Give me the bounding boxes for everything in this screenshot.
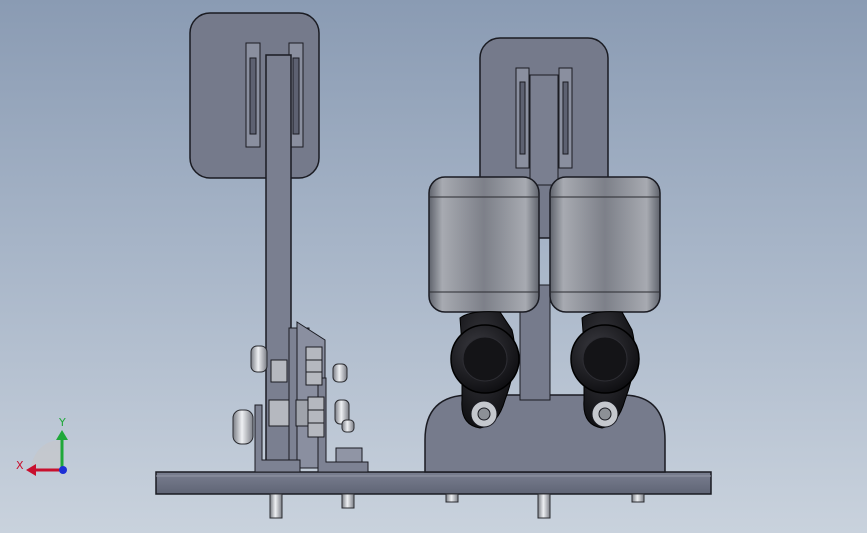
right-cylinder-housing[interactable] [549,176,661,313]
left-pedal-assembly[interactable] [189,12,369,473]
y-axis-arrowhead [56,430,68,440]
z-axis-dot [59,466,67,474]
right-clevis[interactable] [570,311,640,429]
y-axis-label: Y [58,416,66,429]
x-axis-arrowhead [26,464,36,476]
left-cylinder-housing[interactable] [428,176,540,313]
plate-bolts [269,493,645,519]
base-plate[interactable] [155,471,712,495]
x-axis-label: X [16,459,24,472]
triad-plane-icon [30,440,62,470]
right-pedal-assembly[interactable] [424,37,666,473]
coordinate-triad[interactable]: Y X [16,416,68,476]
left-clevis[interactable] [450,311,520,429]
